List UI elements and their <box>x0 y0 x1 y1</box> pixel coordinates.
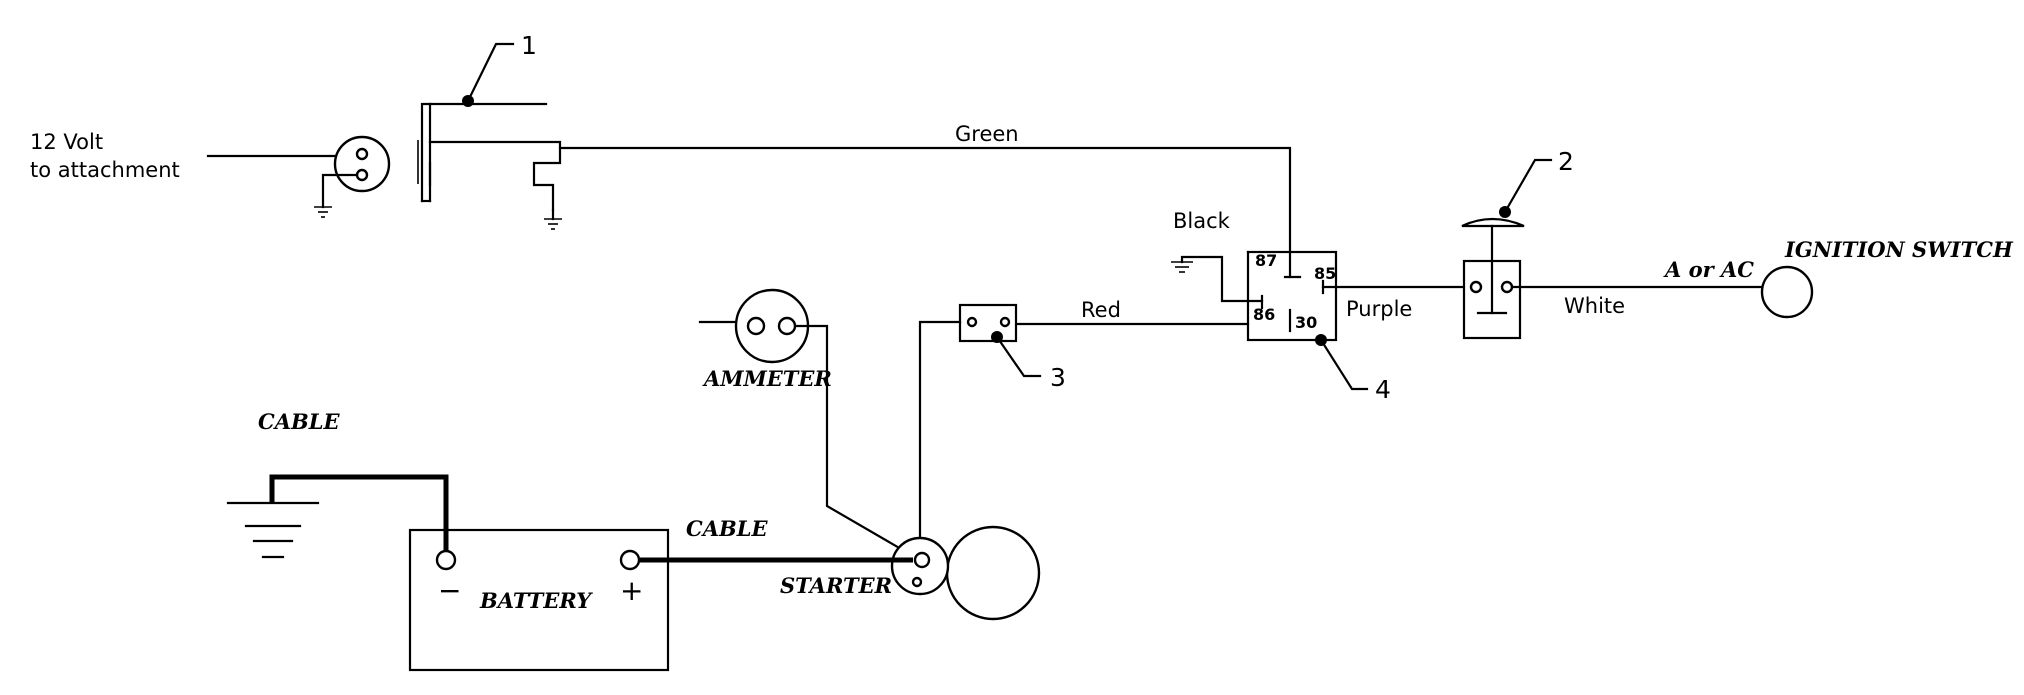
ignition-switch-terminal <box>1760 265 1814 319</box>
callout-number-3: 3 <box>1050 363 1066 392</box>
ammeter <box>698 288 922 562</box>
relay-pin-86: 86 <box>1253 305 1275 324</box>
key-switch <box>1461 158 1553 340</box>
battery-positive-sign: + <box>620 574 643 607</box>
relay-pin-87: 87 <box>1255 251 1277 270</box>
supply-label-line1: 12 Volt <box>30 130 103 154</box>
relay-pin-85: 85 <box>1314 264 1336 283</box>
starter-label: STARTER <box>780 573 892 598</box>
attachment-switch <box>417 42 562 212</box>
positive-cable-label: CABLE <box>686 516 769 541</box>
battery-label: BATTERY <box>479 588 593 613</box>
attachment-plug <box>206 135 391 209</box>
ground-cable-label: CABLE <box>258 409 341 434</box>
callout-number-4: 4 <box>1375 375 1391 404</box>
callout-number-2: 2 <box>1558 147 1574 176</box>
battery-negative-sign: − <box>438 574 461 607</box>
green-wire <box>558 146 1292 254</box>
green-wire-label: Green <box>955 122 1019 146</box>
red-wire-label: Red <box>1081 298 1121 322</box>
ignition-switch-label: IGNITION SWITCH <box>1784 237 2014 262</box>
relay-pin-30: 30 <box>1295 313 1317 332</box>
ignition-terminal-label: A or AC <box>1663 257 1754 282</box>
relay <box>1246 250 1369 391</box>
black-wire <box>1180 255 1264 303</box>
battery <box>408 528 670 672</box>
purple-wire-label: Purple <box>1346 297 1412 321</box>
callout-number-1: 1 <box>521 31 537 60</box>
supply-label-line2: to attachment <box>30 158 180 182</box>
ground-icon <box>314 206 332 218</box>
ground-icon <box>1171 261 1193 273</box>
fuse-to-starter-wire <box>918 320 962 567</box>
ammeter-label: AMMETER <box>702 366 832 391</box>
ground-icon <box>226 501 320 559</box>
starter <box>890 525 1041 621</box>
ground-icon <box>544 218 562 230</box>
ground-cable <box>269 474 449 551</box>
black-wire-label: Black <box>1173 209 1231 233</box>
fuse-holder <box>958 303 1042 378</box>
white-wire-label: White <box>1564 294 1625 318</box>
